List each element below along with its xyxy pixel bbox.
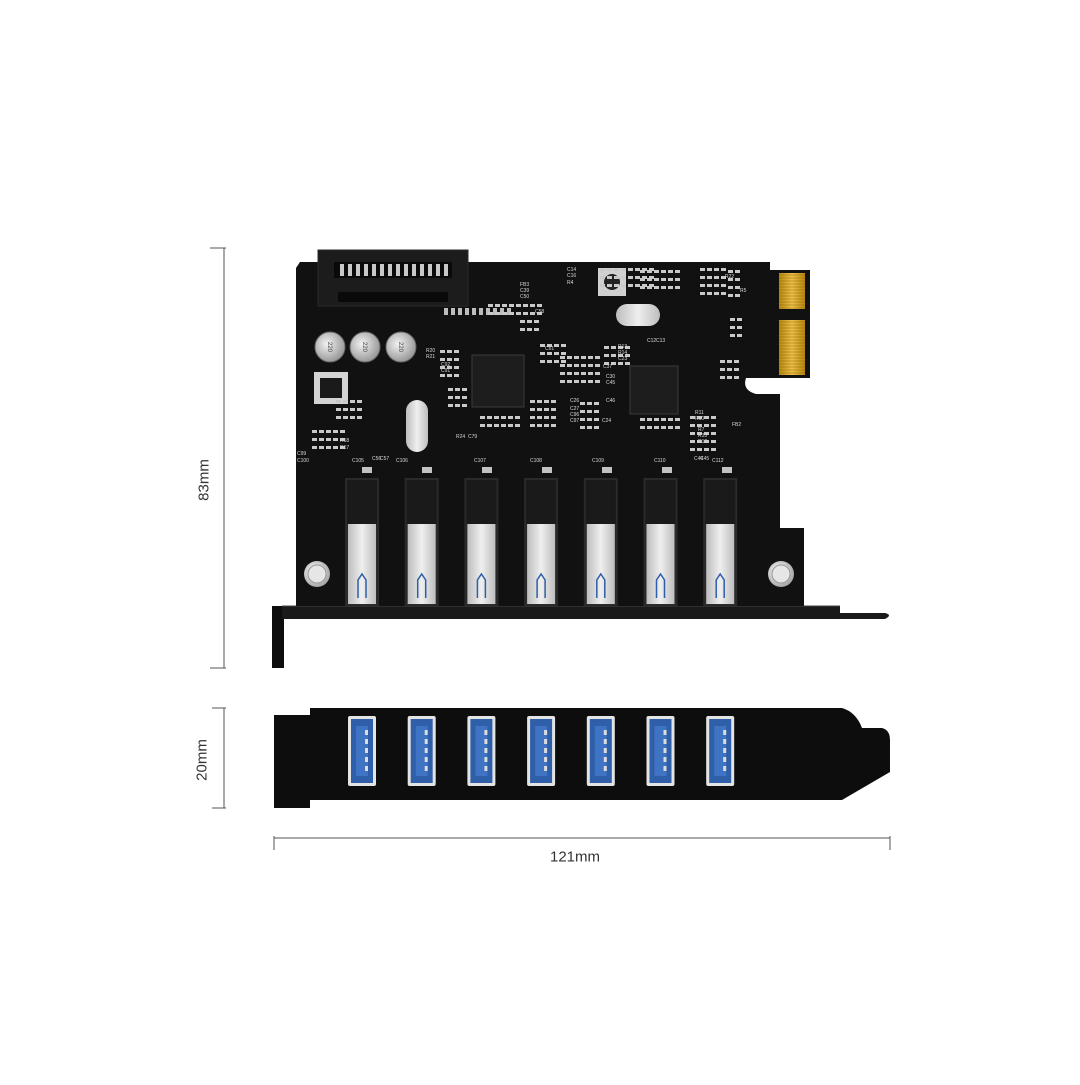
smd-components xyxy=(312,268,742,473)
silkscreen-label: C110 xyxy=(654,458,666,464)
controller-chips xyxy=(471,268,679,415)
silkscreen-label: FB3 xyxy=(520,282,529,288)
silkscreen-label: C79 xyxy=(468,434,477,440)
silkscreen-label: C56 xyxy=(372,456,381,462)
silkscreen-label: R24 xyxy=(456,434,465,440)
capacitor: 220 xyxy=(349,331,381,363)
usb-port-top xyxy=(703,478,738,606)
silkscreen-label: R21 xyxy=(426,354,435,360)
silkscreen-label: C16 xyxy=(567,273,576,279)
silkscreen-label: C92 xyxy=(441,362,450,368)
capacitor-marking: 220 xyxy=(397,342,403,353)
silkscreen-label: R20 xyxy=(426,348,435,354)
usb-port-blue xyxy=(467,716,496,786)
silkscreen-label: R7 xyxy=(698,427,705,433)
silkscreen-label: C112 xyxy=(712,458,724,464)
silkscreen-label: C105 xyxy=(352,458,364,464)
silkscreen-label: C46 xyxy=(606,398,615,404)
crystal-oscillators xyxy=(406,304,660,452)
silkscreen-label: C57 xyxy=(380,456,389,462)
usb-port-blue xyxy=(646,716,675,786)
bracket-height-dimension-label: 20mm xyxy=(193,739,211,781)
usb-port-top xyxy=(404,478,439,606)
silkscreen-label: C50 xyxy=(520,294,529,300)
width-dimension-label: 121mm xyxy=(549,848,601,866)
silkscreen-label: R10 xyxy=(695,416,704,422)
usb-port-top xyxy=(583,478,618,606)
silkscreen-label: C45 xyxy=(606,380,615,386)
usb-port-blue xyxy=(407,716,436,786)
silkscreen-label: C106 xyxy=(396,458,408,464)
electrolytic-capacitors: 220 220 220 xyxy=(314,331,417,363)
usb-port-blue xyxy=(348,716,376,786)
silkscreen-labels: C105 C106 C107 C108 C109 C110 C112 FB3C39C50C58… xyxy=(297,267,747,464)
silkscreen-label: C24 xyxy=(602,418,611,424)
silkscreen-label: R4 xyxy=(567,280,574,286)
usb-port-top xyxy=(643,478,678,606)
silkscreen-label: C96 xyxy=(570,412,579,418)
silkscreen-label: C91 xyxy=(441,368,450,374)
pcie-gold-fingers xyxy=(779,273,805,375)
silkscreen-label: R12 xyxy=(698,439,707,445)
height-dimension-label: 83mm xyxy=(195,459,213,501)
capacitor-marking: 220 xyxy=(326,342,332,353)
silkscreen-label: R14 xyxy=(618,350,627,356)
silkscreen-label: R5 xyxy=(740,288,747,294)
silkscreen-label: C99 xyxy=(297,451,306,457)
silkscreen-label: C44 xyxy=(694,456,703,462)
usb-ports-top-view xyxy=(345,478,738,606)
capacitor: 220 xyxy=(314,331,346,363)
silkscreen-label: C27 xyxy=(570,406,579,412)
usb-port-top xyxy=(464,478,499,606)
silkscreen-label: C61 xyxy=(545,346,554,352)
usb-port-blue xyxy=(586,716,615,786)
silkscreen-label: R17 xyxy=(340,445,349,451)
silkscreen-label: C14 xyxy=(567,267,576,273)
silkscreen-label: C12 xyxy=(647,338,656,344)
silkscreen-label: C100 xyxy=(297,458,309,464)
silkscreen-label: C109 xyxy=(592,458,604,464)
silkscreen-label: R35 xyxy=(698,433,707,439)
solder-pad-row xyxy=(444,308,511,315)
dimension-lines xyxy=(210,247,891,850)
usb-port-top xyxy=(345,478,379,606)
silkscreen-label: C39 xyxy=(520,288,529,294)
silkscreen-label: C97 xyxy=(570,418,579,424)
silkscreen-label: FB2 xyxy=(732,422,741,428)
usb-port-blue xyxy=(706,716,735,786)
silkscreen-label: C30 xyxy=(606,374,615,380)
silkscreen-label: C108 xyxy=(530,458,542,464)
silkscreen-label: R22 xyxy=(725,274,734,280)
sata-power-connector xyxy=(317,249,469,307)
capacitor: 220 xyxy=(385,331,417,363)
pci-bracket-top xyxy=(272,605,889,668)
silkscreen-label: R13 xyxy=(618,344,627,350)
usb-port-top xyxy=(524,478,559,606)
silkscreen-label: C45 xyxy=(700,456,709,462)
silkscreen-label: C107 xyxy=(474,458,486,464)
silkscreen-label: C58 xyxy=(535,309,544,315)
silkscreen-label: R11 xyxy=(695,410,704,416)
silkscreen-label: R18 xyxy=(340,438,349,444)
capacitor-marking: 220 xyxy=(361,342,367,353)
mounting-holes xyxy=(304,561,794,587)
silkscreen-label: C13 xyxy=(656,338,665,344)
silkscreen-label: C23 xyxy=(618,356,627,362)
usb-port-blue xyxy=(527,716,556,786)
usb-ports-side-view xyxy=(348,716,735,786)
inductor xyxy=(314,372,348,404)
silkscreen-label: C37 xyxy=(603,364,612,370)
silkscreen-label: C26 xyxy=(570,398,579,404)
